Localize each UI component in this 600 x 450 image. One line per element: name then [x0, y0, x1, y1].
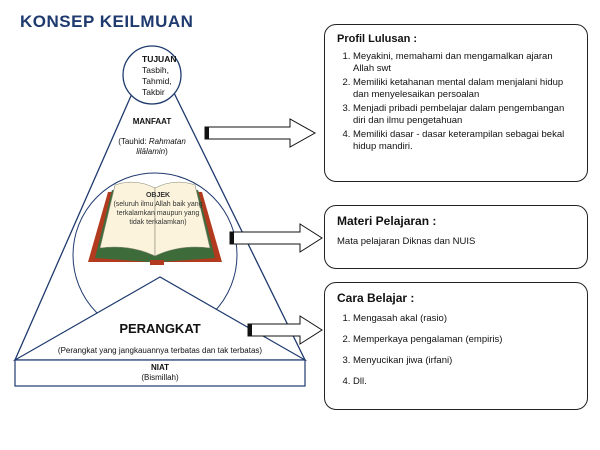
materi-box: Materi Pelajaran : Mata pelajaran Diknas… — [324, 205, 588, 269]
tujuan-circle — [122, 45, 182, 105]
tujuan-label: TUJUAN — [142, 54, 177, 64]
objek-desc: (seluruh ilmu Allah baik yang terkalamka… — [113, 201, 203, 226]
arrow-to-cara — [247, 315, 323, 345]
profil-item: Menjadi pribadi pembelajar dalam pengemb… — [353, 103, 575, 127]
materi-title: Materi Pelajaran : — [337, 214, 437, 228]
manfaat-desc-end: ) — [165, 147, 168, 156]
cara-item: Mengasah akal (rasio) — [353, 313, 575, 325]
niat-desc: (Bismillah) — [141, 373, 179, 382]
niat-rect — [14, 359, 306, 387]
tujuan-line: Tahmid, — [142, 76, 172, 86]
book-icon — [88, 181, 222, 265]
tujuan-text: TUJUAN Tasbih, Tahmid, Takbir — [127, 54, 192, 98]
tujuan-line: Tasbih, — [142, 65, 169, 75]
manfaat-label: MANFAAT — [132, 117, 172, 126]
manfaat-text: MANFAAT (Tauhid: Rahmatan lilālamin) — [112, 117, 192, 157]
profil-item: Memiliki dasar - dasar keterampilan seba… — [353, 129, 575, 153]
page-title: KONSEP KEILMUAN — [20, 12, 194, 31]
profil-item: Memiliki ketahanan mental dalam menjalan… — [353, 77, 575, 101]
profil-title: Profil Lulusan : — [337, 33, 418, 45]
niat-text: NIAT (Bismillah) — [15, 363, 305, 383]
arrow-to-materi — [229, 223, 323, 253]
perangkat-label: PERANGKAT — [119, 321, 201, 336]
cara-item: Dll. — [353, 376, 575, 388]
niat-label: NIAT — [150, 363, 170, 372]
arrow-to-profil — [204, 118, 317, 148]
cara-item: Memperkaya pengalaman (empiris) — [353, 334, 575, 346]
profil-lulusan-box: Profil Lulusan : Meyakini, memahami dan … — [324, 24, 588, 182]
perangkat-desc: (Perangkat yang jangkauannya terbatas da… — [57, 346, 263, 355]
materi-desc: Mata pelajaran Diknas dan NUIS — [337, 236, 476, 247]
manfaat-desc: (Tauhid: — [118, 137, 149, 146]
profil-item: Meyakini, memahami dan mengamalkan ajara… — [353, 51, 575, 75]
objek-label: OBJEK — [145, 192, 171, 199]
cara-title: Cara Belajar : — [337, 291, 415, 305]
tujuan-line: Takbir — [142, 87, 165, 97]
cara-belajar-box: Cara Belajar : Mengasah akal (rasio) Mem… — [324, 282, 588, 410]
cara-item: Menyucikan jiwa (irfani) — [353, 355, 575, 367]
objek-text: OBJEK (seluruh ilmu Allah baik yang terk… — [112, 191, 204, 227]
manfaat-desc-italic: Rahmatan lilālamin — [136, 137, 186, 156]
